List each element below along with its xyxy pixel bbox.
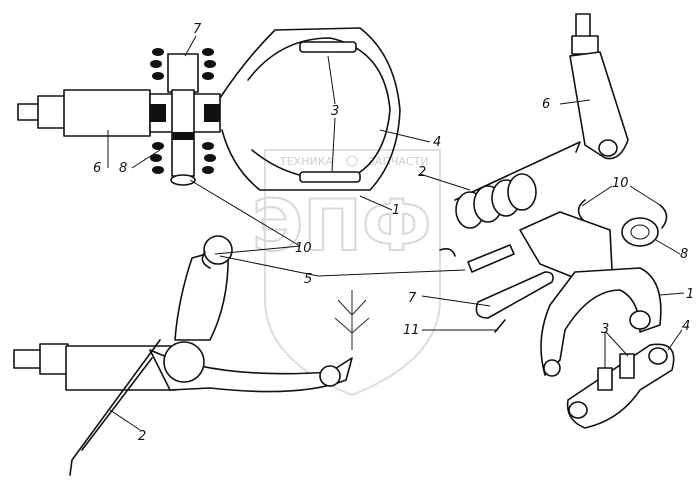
callout-4-right: 4	[682, 319, 690, 334]
watermark-logo: ЭПФ	[252, 185, 431, 267]
upper-spring	[150, 48, 216, 80]
leader-lines	[107, 35, 685, 431]
shaft-thread	[17, 103, 41, 121]
circlip-middle	[439, 248, 456, 257]
watermark-text-left: ТЕХНИКА	[279, 155, 334, 168]
pad-bottom	[299, 171, 361, 183]
callout-7: 7	[193, 22, 202, 37]
callout-8-right: 8	[680, 247, 688, 262]
watermark: ТЕХНИКА ЗАПЧАСТИ ЭПФ	[251, 149, 441, 397]
callout-2-lower: 2	[138, 429, 146, 444]
callout-10: 10	[295, 241, 312, 256]
bracket-body	[566, 343, 675, 429]
bolt-hatch	[172, 132, 194, 140]
pad-top	[299, 41, 357, 53]
callout-3-right: 3	[601, 322, 609, 337]
callout-2: 2	[418, 165, 426, 180]
pin-5	[467, 244, 515, 273]
callout-5: 5	[304, 272, 312, 287]
callout-3: 3	[331, 104, 339, 119]
callout-7-middle: 7	[408, 291, 417, 306]
callout-11: 11	[403, 323, 420, 338]
bottom-bracket	[566, 343, 675, 429]
lower-shaft-thread	[13, 349, 43, 369]
callout-4: 4	[433, 135, 441, 150]
bolt-head	[167, 53, 199, 93]
callout-8: 8	[119, 161, 127, 176]
callout-10-right: 10	[612, 176, 629, 191]
upper-right-shaft	[569, 13, 629, 160]
lower-lever-upright	[174, 247, 229, 341]
lever-eye-end	[319, 365, 341, 387]
callout-labels: 7 6 8 3 4 2 1 10 5 6 10 8 1 7 11 3 4 2	[93, 22, 694, 444]
shaft-body	[63, 89, 151, 137]
pad-b	[619, 353, 635, 379]
lower-lever-assembly	[13, 235, 353, 476]
shaft-thread-right	[575, 13, 591, 39]
watermark-text-right: ЗАПЧАСТИ	[368, 155, 429, 168]
lower-spring	[150, 142, 216, 174]
shaft-body-right	[569, 51, 629, 160]
callout-6: 6	[93, 161, 101, 176]
clamp-hatch-right	[204, 104, 220, 122]
shaft-collar-right	[571, 35, 599, 55]
shaft-eye	[598, 139, 618, 157]
pin-7	[475, 271, 554, 319]
gear-icon	[346, 155, 358, 167]
torsion-spring	[454, 141, 581, 229]
pad-a	[597, 367, 613, 391]
lever-assembly-right	[519, 211, 662, 377]
lower-shaft-collar	[39, 343, 69, 375]
circlip-right-b	[659, 204, 668, 229]
callout-1: 1	[392, 203, 400, 218]
fork-frame	[219, 27, 401, 191]
circlip-lower	[201, 251, 211, 269]
lever-boss	[163, 341, 205, 383]
clamp-hatch-left	[150, 104, 166, 122]
callout-6-right: 6	[542, 97, 550, 112]
lever-eye-top	[203, 235, 233, 265]
lever-arm	[540, 267, 662, 376]
shaft-collar	[37, 95, 67, 129]
bushing-right	[621, 217, 659, 247]
callout-1-right: 1	[686, 287, 694, 302]
upper-shaft-assembly	[17, 27, 401, 191]
pedal-rod-2	[69, 339, 161, 476]
bolt-nut	[170, 174, 196, 186]
